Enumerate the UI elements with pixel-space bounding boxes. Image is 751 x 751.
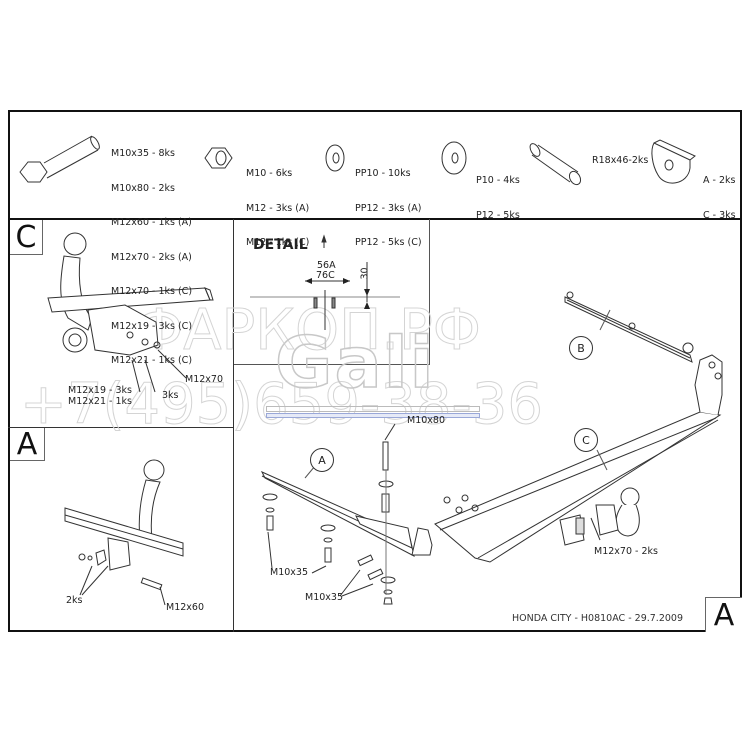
flat-washers-list: P10 - 4ks P12 - 5ks bbox=[476, 152, 520, 233]
part-item: M12x19 - 3ks (C) bbox=[111, 320, 193, 332]
panel-c-qty: 3ks bbox=[162, 390, 179, 401]
watermark-underline-blue bbox=[266, 413, 480, 418]
part-item: C - 3ks bbox=[703, 209, 736, 221]
detail-dim-height: 30 bbox=[359, 267, 371, 280]
detail-dim-c: 76C bbox=[316, 270, 335, 281]
panel-a-label: A bbox=[10, 427, 45, 462]
part-item: M12x60 - 1ks (A) bbox=[111, 217, 192, 228]
main-crossbar bbox=[434, 291, 723, 563]
part-item: M10 - 6ks bbox=[246, 168, 293, 179]
detail-title: DETAIL bbox=[253, 237, 308, 253]
spring-washer-icon bbox=[325, 144, 345, 172]
detail-box bbox=[234, 219, 430, 365]
panel-c-label: C bbox=[10, 220, 43, 255]
part-item: M12 - 1ks (C) bbox=[246, 237, 310, 248]
panel-c-bolts-a: M12x19 - 3ks bbox=[68, 385, 132, 396]
part-item: M10x80 - 2ks bbox=[111, 182, 175, 194]
panel-c-bolts-b: M12x21 - 1ks bbox=[68, 396, 132, 407]
flat-washer-icon bbox=[441, 141, 467, 175]
drawing-frame bbox=[8, 110, 742, 632]
main-bracket-a bbox=[260, 423, 433, 605]
bolts-list: M10x35 - 8ks M10x80 - 2ks M12x60 - 1ks (… bbox=[111, 125, 192, 378]
detail-dim-a: 56A bbox=[317, 260, 336, 271]
detail-sketch bbox=[250, 234, 400, 330]
main-m10x80: M10x80 bbox=[407, 415, 445, 426]
callout-c: C bbox=[574, 428, 598, 452]
panel-a-bolt: M12x60 bbox=[166, 602, 204, 613]
drawing-title: HONDA CITY - H0810AC - 29.7.2009 bbox=[512, 613, 684, 624]
part-item: M12 - 3ks (A) bbox=[246, 202, 310, 214]
panel-a-towbar bbox=[64, 459, 184, 606]
part-item: M12x21 - 1ks (C) bbox=[111, 355, 193, 366]
main-m10x35-left: M10x35 bbox=[270, 567, 308, 578]
parts-divider bbox=[8, 218, 742, 220]
main-m10x35-right: M10x35 bbox=[305, 592, 343, 603]
part-item: P10 - 4ks bbox=[476, 175, 520, 186]
main-m12x70: M12x70 - 2ks bbox=[594, 546, 658, 557]
panel-a-qty: 2ks bbox=[66, 595, 83, 606]
part-item: A - 2ks bbox=[703, 175, 736, 186]
panel-c-a-divider bbox=[8, 427, 234, 428]
panel-c-towbar bbox=[47, 232, 214, 393]
spacer-tube-label: R18x46-2ks bbox=[592, 155, 649, 166]
part-item: M12x70 - 2ks (A) bbox=[111, 251, 192, 263]
hex-bolt-icon bbox=[19, 135, 100, 183]
part-item: M12x70 - 1ks (C) bbox=[111, 286, 193, 297]
part-item: M10x35 - 8ks bbox=[111, 148, 175, 159]
part-item: P12 - 5ks bbox=[476, 209, 520, 221]
panel-c-bolt-c: M12x70 bbox=[185, 374, 223, 385]
plates-list: A - 2ks C - 3ks bbox=[703, 152, 736, 233]
callout-b: B bbox=[569, 336, 593, 360]
spacer-tube-icon bbox=[529, 143, 582, 186]
watermark-big-top: ФАРКОП.РФ bbox=[134, 298, 482, 364]
watermark-underline bbox=[266, 406, 480, 412]
watermark-logo: Gali bbox=[274, 321, 436, 405]
part-item: PP12 - 3ks (A) bbox=[355, 202, 422, 214]
sheet-label: A bbox=[705, 597, 742, 633]
nuts-list: M10 - 6ks M12 - 3ks (A) M12 - 1ks (C) bbox=[246, 145, 309, 260]
left-panel-divider bbox=[233, 219, 234, 632]
hex-nut-icon bbox=[204, 147, 233, 169]
watermark-big-bottom: +7(495)659-38-36 bbox=[20, 372, 544, 438]
callout-a: A bbox=[310, 448, 334, 472]
plate-icon bbox=[651, 139, 696, 184]
part-item: PP12 - 5ks (C) bbox=[355, 237, 422, 248]
spring-washers-list: PP10 - 10ks PP12 - 3ks (A) PP12 - 5ks (C… bbox=[355, 145, 422, 260]
part-item: PP10 - 10ks bbox=[355, 168, 411, 179]
